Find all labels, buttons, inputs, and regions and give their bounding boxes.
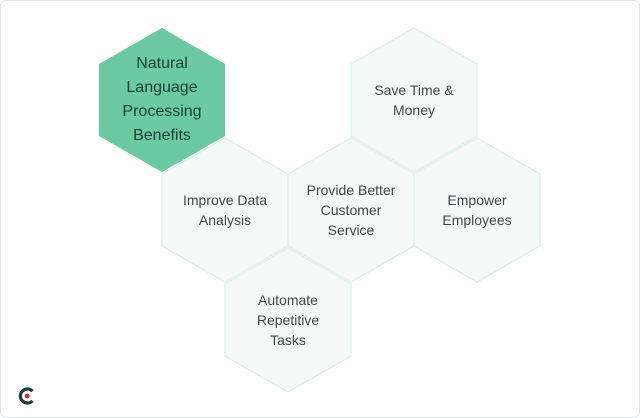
node-label-line: Service xyxy=(327,222,375,238)
node-label-line: Repetitive xyxy=(256,312,320,328)
node-label-line: Provide Better xyxy=(306,182,396,198)
node-label-provide-better-customer-service: Provide Better Customer Service xyxy=(288,138,414,282)
brand-c-logo-icon xyxy=(18,387,34,405)
main-label-line: Language xyxy=(126,79,198,96)
node-label-automate-repetitive-tasks: Automate Repetitive Tasks xyxy=(225,248,351,392)
node-label-improve-data-analysis: Improve Data Analysis xyxy=(162,138,288,282)
main-hex-label: Natural Language Processing Benefits xyxy=(99,28,225,172)
node-label-line: Automate xyxy=(258,292,318,308)
node-label-line: Tasks xyxy=(270,332,306,348)
main-label-line: Processing xyxy=(122,103,202,120)
node-label-line: Customer xyxy=(320,202,382,218)
node-label-line: Analysis xyxy=(198,212,252,228)
node-label-line: Employees xyxy=(442,212,512,228)
hex-main-nlp-benefits xyxy=(99,28,225,172)
node-label-line: Money xyxy=(392,102,436,118)
node-label-save-time-money: Save Time & Money xyxy=(351,28,477,172)
main-label-line: Natural xyxy=(136,55,188,72)
node-label-line: Save Time & xyxy=(374,82,454,98)
hex-automate-repetitive-tasks xyxy=(224,247,352,393)
node-label-line: Empower xyxy=(447,192,507,208)
node-label-line: Improve Data xyxy=(182,192,268,208)
hex-save-time-money xyxy=(350,27,478,173)
hex-empower-employees xyxy=(413,137,541,283)
main-label-line: Benefits xyxy=(133,127,191,144)
node-label-empower-employees: Empower Employees xyxy=(414,138,540,282)
